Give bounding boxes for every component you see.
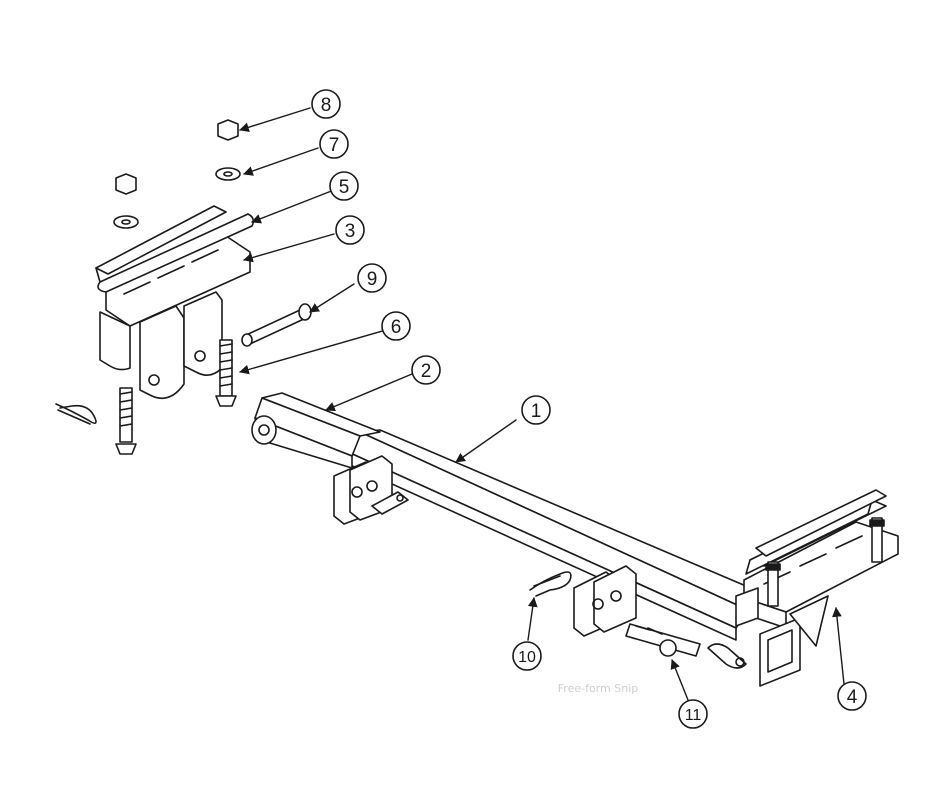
callout-7: 7	[329, 135, 340, 156]
left-nut	[115, 173, 137, 195]
nut-part-8	[217, 119, 239, 141]
free-form-snip-overlay: Free-form Snip	[557, 682, 639, 695]
left-washer	[113, 215, 139, 229]
left-clevis	[333, 455, 409, 525]
washer-part-7	[215, 167, 241, 181]
top-mount-bracket	[99, 235, 251, 400]
right-upper-channel	[745, 489, 887, 575]
callout-5: 5	[339, 177, 350, 198]
callout-9: 9	[367, 269, 378, 290]
callout-1: 1	[531, 401, 542, 422]
leader-lines	[239, 107, 845, 701]
callout-4: 4	[847, 687, 858, 708]
callout-8: 8	[321, 95, 332, 116]
right-clevis	[573, 565, 637, 637]
callout-3: 3	[345, 221, 356, 242]
callout-10: 10	[518, 649, 536, 666]
right-end-bracket	[735, 521, 899, 687]
pin-part-9	[241, 303, 312, 347]
callout-6: 6	[391, 317, 402, 338]
hitch-pin	[625, 623, 701, 657]
right-clip-pin	[707, 643, 747, 669]
main-crossbar	[347, 429, 761, 641]
inner-bar	[251, 392, 381, 469]
hairpin-clip	[529, 571, 572, 597]
top-channel	[95, 205, 255, 293]
left-bolt	[115, 387, 137, 455]
callout-11: 11	[685, 707, 702, 724]
callout-2: 2	[421, 361, 432, 382]
loose-hairpin	[55, 403, 97, 425]
bolt-part-6	[215, 339, 237, 407]
callout-circles	[311, 89, 867, 729]
right-bolts	[765, 517, 885, 607]
